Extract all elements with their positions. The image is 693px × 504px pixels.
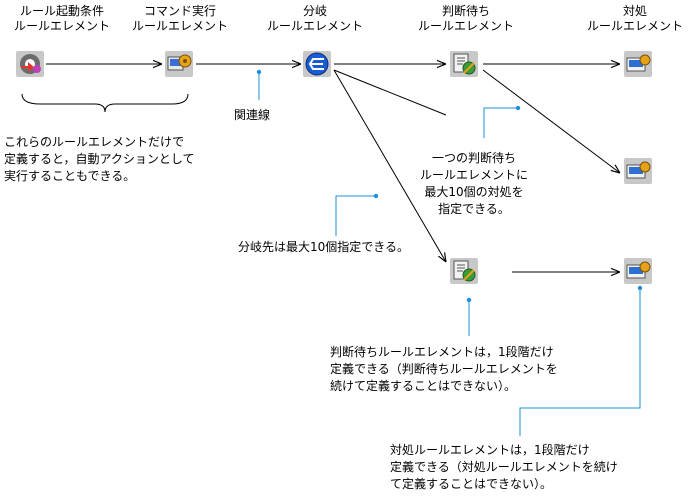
command-icon: [165, 51, 193, 77]
related-line-label: 関連線: [234, 108, 271, 122]
arrow-wait-to-action-2: [482, 69, 620, 173]
header-start-condition: ルール起動条件 ルールエレメント: [13, 4, 111, 33]
callout-branch-max: [335, 195, 376, 236]
header-action: 対処 ルールエレメント: [586, 4, 684, 33]
action-icon: [624, 51, 652, 77]
callout-action-one-level: [519, 288, 641, 436]
header-wait: 判断待ち ルールエレメント: [417, 4, 515, 33]
header-command: コマンド実行 ルールエレメント: [131, 4, 229, 33]
note-wait-max: 一つの判断待ち ルールエレメントに 最大10個の対処を 指定できる。: [420, 151, 529, 216]
start-condition-icon: [16, 51, 44, 77]
header-branch: 分岐 ルールエレメント: [266, 4, 364, 33]
action-icon-2: [624, 158, 652, 184]
arrow-branch-to-wait-2: [333, 69, 446, 262]
branch-icon: [303, 51, 331, 77]
note-wait-one-level: 判断待ちルールエレメントは，1段階だけ 定義できる（判断待ちルールエレメントを …: [330, 345, 558, 393]
callout-wait-max: [483, 107, 518, 138]
wait-icon: [450, 51, 478, 77]
arrow-branch-to-branch-note: [333, 69, 447, 116]
brace: [21, 93, 189, 113]
note-auto-action: これらのルールエレメントだけで 定義すると，自動アクションとして 実行することも…: [4, 135, 195, 183]
wait-icon-2: [450, 258, 478, 284]
note-action-one-level: 対処ルールエレメントは，1段階だけ 定義できる（対処ルールエレメントを続け て定…: [390, 443, 618, 491]
action-icon-3: [624, 258, 652, 284]
branch-note-label: 分岐先は最大10個指定できる。: [238, 240, 410, 254]
